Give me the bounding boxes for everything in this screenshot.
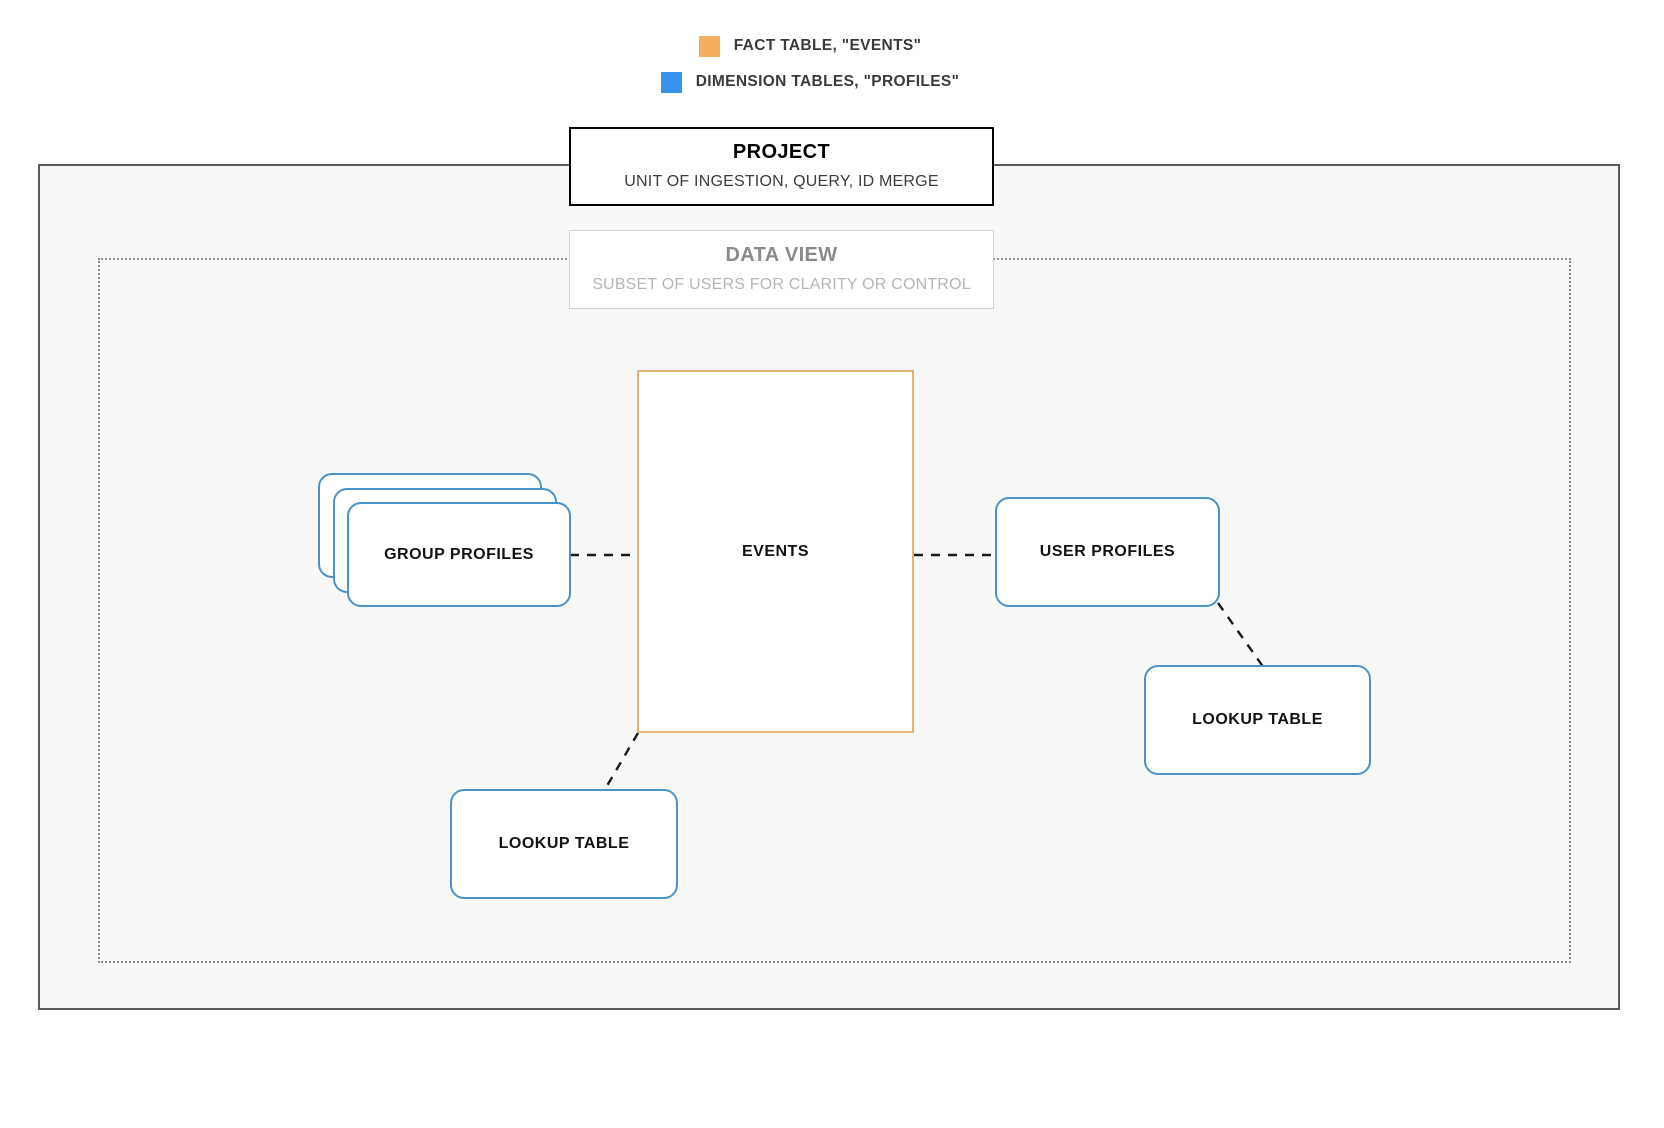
orange-square-swatch-icon — [698, 35, 720, 57]
data-view-title-box: DATA VIEW SUBSET OF USERS FOR CLARITY OR… — [569, 230, 994, 309]
node-lookup-table-bottom-label: LOOKUP TABLE — [498, 835, 630, 852]
legend-item-fact-table: FACT TABLE, "EVENTS" — [0, 28, 1664, 64]
node-events-label: EVENTS — [741, 542, 809, 560]
legend-label-fact-table: FACT TABLE, "EVENTS" — [733, 37, 922, 54]
group-profiles-card-front[interactable]: GROUP PROFILES — [347, 502, 571, 607]
project-title-box: PROJECT UNIT OF INGESTION, QUERY, ID MER… — [569, 127, 994, 206]
node-lookup-table-right-label: LOOKUP TABLE — [1192, 711, 1323, 728]
legend-label-dimension-tables: DIMENSION TABLES, "PROFILES" — [695, 73, 960, 90]
data-view-title-text: DATA VIEW — [725, 244, 838, 267]
node-lookup-table-right[interactable]: LOOKUP TABLE — [1144, 665, 1371, 775]
project-title-text: PROJECT — [732, 141, 831, 164]
data-view-subtitle-text: SUBSET OF USERS FOR CLARITY OR CONTROL — [592, 276, 971, 294]
node-user-profiles-label: USER PROFILES — [1039, 543, 1176, 560]
node-events[interactable]: EVENTS — [637, 370, 914, 733]
blue-square-swatch-icon — [660, 71, 682, 93]
project-subtitle-text: UNIT OF INGESTION, QUERY, ID MERGE — [624, 173, 939, 191]
node-group-profiles-label: GROUP PROFILES — [384, 545, 534, 563]
legend: FACT TABLE, "EVENTS" DIMENSION TABLES, "… — [0, 28, 1664, 100]
node-user-profiles[interactable]: USER PROFILES — [995, 497, 1220, 607]
node-group-profiles[interactable]: GROUP PROFILES — [318, 473, 571, 607]
legend-item-dimension-tables: DIMENSION TABLES, "PROFILES" — [0, 64, 1664, 100]
node-lookup-table-bottom[interactable]: LOOKUP TABLE — [450, 789, 678, 899]
